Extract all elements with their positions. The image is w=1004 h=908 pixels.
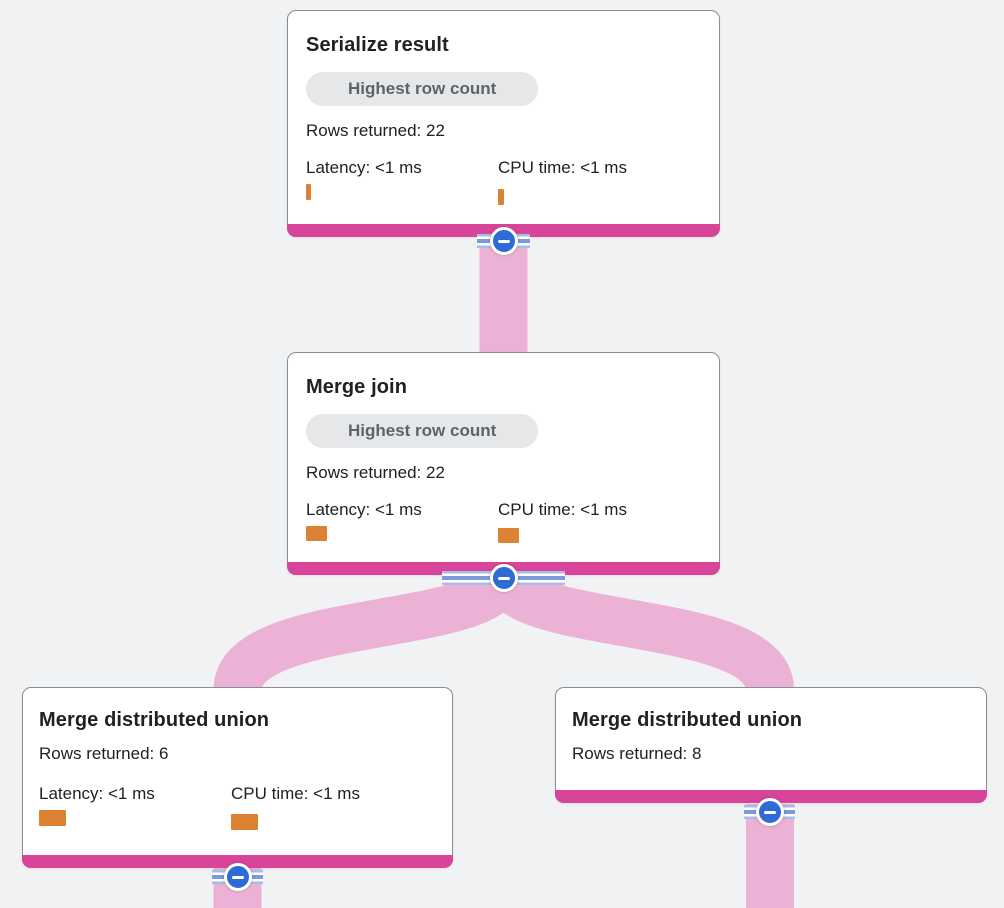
rows-returned: Rows returned: 22 — [306, 463, 445, 482]
collapse-button-merge-distributed-union-left[interactable] — [223, 863, 252, 891]
plan-node-merge-distributed-union-right[interactable]: Merge distributed union Rows returned: 8 — [555, 687, 987, 803]
cpu-time-bar — [231, 814, 258, 830]
cpu-time-label: CPU time: <1 ms — [498, 500, 627, 519]
node-title: Merge join — [306, 376, 408, 398]
collapse-button-merge-join[interactable] — [489, 564, 518, 592]
latency-label: Latency: <1 ms — [39, 784, 155, 803]
flow-ribbon-mergejoin-to-right-union — [479, 566, 794, 694]
node-accent-bar — [22, 855, 453, 868]
node-title: Merge distributed union — [39, 709, 270, 731]
latency-bar — [306, 526, 327, 541]
latency-label: Latency: <1 ms — [306, 500, 422, 519]
cpu-time-label: CPU time: <1 ms — [498, 158, 627, 177]
flow-ribbon-mergejoin-to-left-union — [213, 566, 528, 694]
node-title: Merge distributed union — [572, 709, 803, 731]
rows-returned: Rows returned: 8 — [572, 744, 702, 763]
cpu-time-label: CPU time: <1 ms — [231, 784, 360, 803]
rows-returned: Rows returned: 22 — [306, 121, 445, 140]
collapse-button-serialize-result[interactable] — [489, 227, 518, 255]
minus-icon — [231, 875, 244, 879]
highest-row-count-badge: Highest row count — [306, 72, 539, 106]
minus-icon — [497, 576, 510, 580]
node-title: Serialize result — [306, 34, 449, 56]
metrics-row: Latency: <1 ms CPU time: <1 ms — [306, 156, 701, 205]
collapse-button-merge-distributed-union-right[interactable] — [756, 798, 784, 826]
latency-label: Latency: <1 ms — [306, 158, 422, 177]
node-accent-bar — [555, 790, 987, 803]
minus-icon — [764, 810, 776, 814]
latency-bar — [306, 184, 311, 200]
plan-node-serialize-result[interactable]: Serialize result Highest row count Rows … — [287, 10, 720, 237]
cpu-time-bar — [498, 528, 519, 543]
metrics-row: Latency: <1 ms CPU time: <1 ms — [39, 782, 436, 830]
plan-node-merge-distributed-union-left[interactable]: Merge distributed union Rows returned: 6… — [22, 687, 453, 868]
metrics-row: Latency: <1 ms CPU time: <1 ms — [306, 498, 701, 543]
rows-returned: Rows returned: 6 — [39, 744, 169, 763]
minus-icon — [497, 239, 510, 243]
highest-row-count-badge: Highest row count — [306, 414, 539, 448]
plan-node-merge-join[interactable]: Merge join Highest row count Rows return… — [287, 352, 720, 575]
cpu-time-bar — [498, 189, 504, 205]
latency-bar — [39, 810, 66, 826]
